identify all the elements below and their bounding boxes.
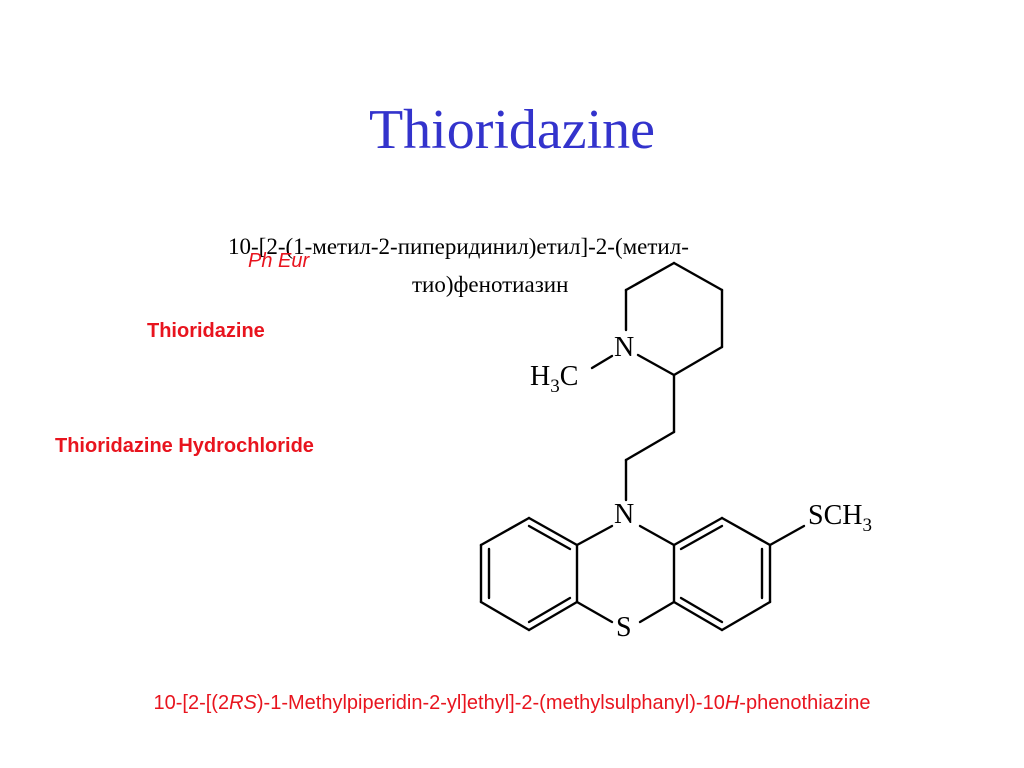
methylthio-subscript: 3 bbox=[862, 515, 872, 536]
page-title: Thioridazine bbox=[368, 99, 656, 161]
iupac-hydrogen: H bbox=[724, 692, 740, 714]
russian-name-line-1: 10-[2-(1-метил-2-пиперидинил)етил]-2-(ме… bbox=[228, 234, 689, 259]
methyl-h: H bbox=[530, 361, 550, 392]
bond bbox=[527, 596, 572, 624]
compound-hydrochloride-name: Thioridazine Hydrochloride bbox=[55, 435, 314, 457]
bond bbox=[624, 430, 676, 462]
bond bbox=[720, 600, 772, 632]
sulfur-atom: S bbox=[616, 612, 632, 643]
bond bbox=[672, 516, 724, 547]
bond bbox=[527, 516, 579, 547]
bond bbox=[575, 524, 614, 547]
methylthio-label: SCH3 bbox=[808, 500, 872, 536]
iupac-part: )-1-Methylpiperidin-2-yl]ethyl]-2-(methy… bbox=[256, 692, 725, 714]
bond bbox=[590, 354, 614, 370]
iupac-name: 10-[2-[(2RS)-1-Methylpiperidin-2-yl]ethy… bbox=[0, 692, 1024, 715]
bond bbox=[575, 600, 614, 624]
methylthio-text: SCH bbox=[808, 500, 862, 531]
piperidine-nitrogen: N bbox=[614, 332, 634, 363]
bond bbox=[679, 596, 724, 624]
methyl-label: H3C bbox=[530, 361, 578, 397]
bond-lines bbox=[479, 261, 806, 632]
bond bbox=[720, 516, 772, 547]
bond bbox=[638, 524, 676, 547]
bond bbox=[672, 345, 724, 377]
bond bbox=[672, 600, 724, 632]
bond bbox=[479, 516, 531, 547]
iupac-part: 10-[2-[(2 bbox=[153, 692, 230, 714]
bond bbox=[624, 261, 676, 292]
bond bbox=[638, 600, 676, 624]
methyl-c: C bbox=[560, 361, 579, 392]
compound-name: Thioridazine bbox=[147, 320, 265, 342]
pharmacopoeia-label: Ph Eur bbox=[248, 250, 310, 272]
iupac-stereo: RS bbox=[229, 692, 257, 714]
methyl-subscript: 3 bbox=[550, 376, 560, 397]
bond bbox=[479, 600, 531, 632]
bond bbox=[527, 600, 579, 632]
bond bbox=[636, 353, 676, 377]
russian-name-line-2: тио)фенотиазин bbox=[412, 272, 569, 297]
bond bbox=[527, 524, 572, 551]
iupac-part: -phenothiazine bbox=[739, 692, 871, 714]
bond bbox=[672, 261, 724, 292]
bond bbox=[679, 524, 724, 551]
bond bbox=[768, 524, 806, 547]
phenothiazine-nitrogen: N bbox=[614, 499, 634, 530]
